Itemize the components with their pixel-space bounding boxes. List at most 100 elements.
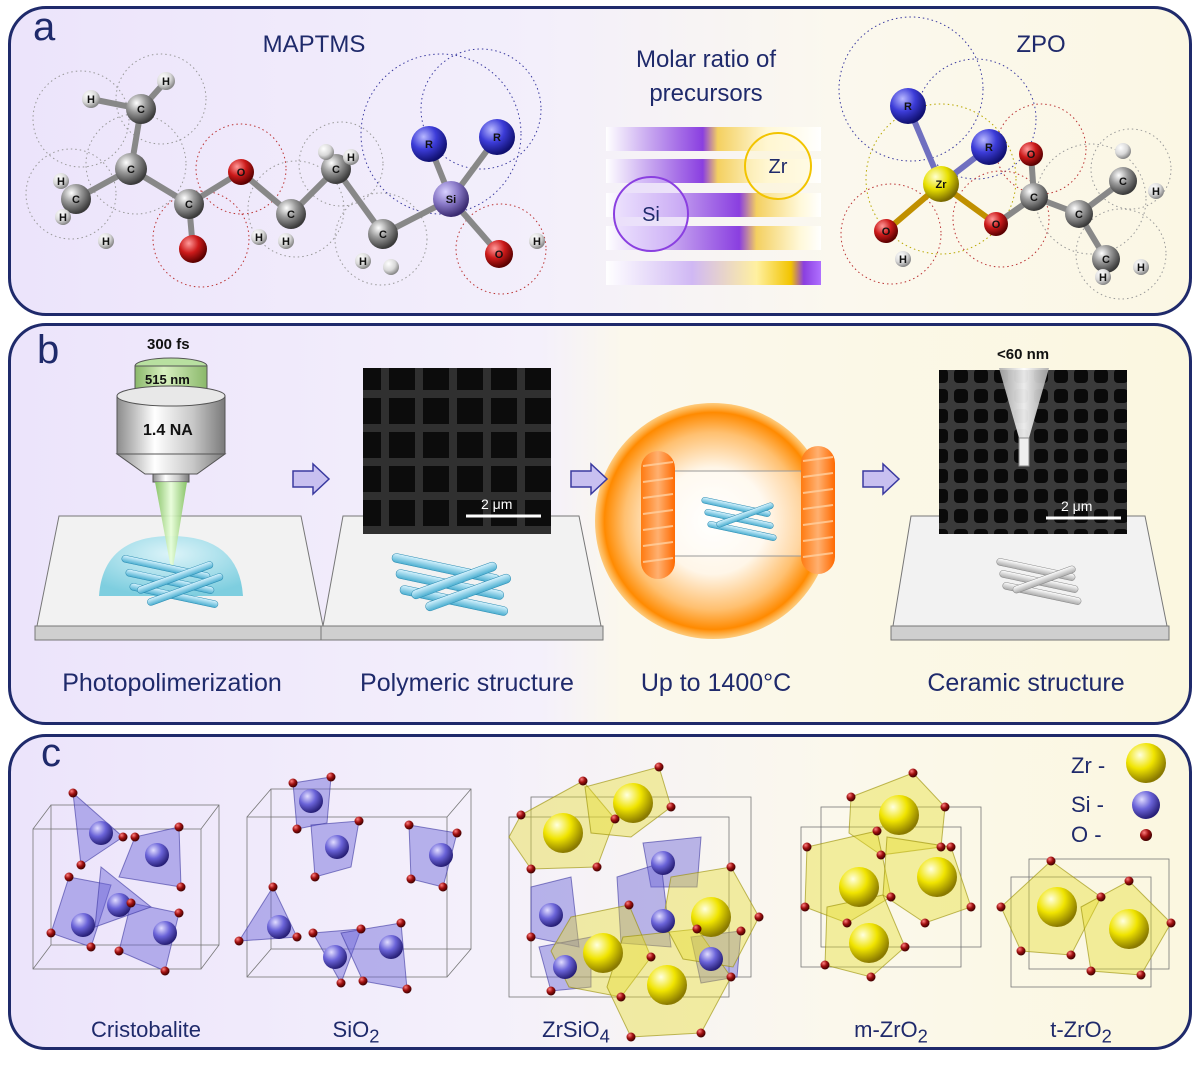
svg-text:C: C: [1030, 192, 1038, 204]
o-atom: [846, 792, 856, 802]
svg-text:C: C: [72, 194, 80, 206]
svg-text:C: C: [1102, 254, 1110, 266]
o-atom: [1016, 946, 1026, 956]
svg-text:Si: Si: [642, 204, 660, 226]
svg-text:C: C: [137, 104, 145, 116]
caption-heating: Up to 1400°C: [640, 669, 792, 697]
o-atom: [692, 924, 702, 934]
o-atom: [46, 928, 56, 938]
o-atom: [118, 832, 128, 842]
woodpile-2: [391, 553, 511, 616]
svg-text:C: C: [379, 229, 387, 241]
heating-coil-right: [801, 446, 835, 574]
o-atom: [64, 872, 74, 882]
arrow-right-icon: [292, 462, 331, 496]
zr-atom: [613, 783, 653, 823]
svg-text:O: O: [237, 167, 246, 179]
svg-text:C: C: [1075, 209, 1083, 221]
objective-lens: [115, 357, 227, 483]
o-atom: [1136, 970, 1146, 980]
o-atom: [546, 986, 556, 996]
svg-text:R: R: [985, 142, 993, 154]
svg-text:H: H: [102, 236, 110, 248]
o-atom: [130, 832, 140, 842]
si-atom: [553, 955, 577, 979]
o-atom: [940, 802, 950, 812]
o-atom: [326, 772, 336, 782]
o-atom: [126, 898, 136, 908]
panel-label-b: b: [37, 328, 60, 372]
legend-si-label: Si -: [1071, 792, 1104, 817]
pulse-duration-label: 300 fs: [147, 336, 190, 353]
svg-text:C: C: [185, 199, 193, 211]
o-atom: [68, 788, 78, 798]
o-atom: [354, 816, 364, 826]
o-atom: [76, 860, 86, 870]
svg-text:R: R: [904, 101, 912, 113]
o-atom: [356, 924, 366, 934]
svg-text:Zr: Zr: [769, 156, 788, 178]
caption-polymeric-structure: Polymeric structure: [360, 669, 574, 697]
svg-text:C: C: [332, 164, 340, 176]
o-atom: [726, 862, 736, 872]
o-atom: [626, 1032, 636, 1042]
o-atom: [736, 926, 746, 936]
o-atom: [966, 902, 976, 912]
svg-text:C: C: [1119, 176, 1127, 188]
label-cristobalite: Cristobalite: [90, 1017, 202, 1042]
o-atom: [1086, 966, 1096, 976]
o-atom: [616, 992, 626, 1002]
o-atom: [160, 966, 170, 976]
panel-a: a MAPTMS Molar ratio of precursors ZPO: [8, 6, 1192, 316]
molar-ratio-bars: Si Zr: [606, 127, 821, 285]
o-atom: [908, 768, 918, 778]
zpo-electron-clouds: [838, 16, 1172, 300]
o-atom: [610, 814, 620, 824]
legend-zr-label: Zr -: [1071, 753, 1106, 778]
o-atom: [1096, 892, 1106, 902]
label-zrsio4: ZrSiO4: [542, 1017, 610, 1047]
svg-text:C: C: [287, 209, 295, 221]
o-atom: [114, 946, 124, 956]
woodpile-1: [121, 555, 224, 608]
si-atom: [107, 893, 131, 917]
panel-c-graphics: [32, 743, 1176, 1042]
o-atom: [800, 902, 810, 912]
arrow-icons: [292, 462, 901, 496]
svg-text:H: H: [1099, 272, 1107, 284]
zpo-atoms: [874, 88, 1164, 285]
svg-text:H: H: [1152, 186, 1160, 198]
svg-text:H: H: [162, 76, 170, 88]
heating-coil-left: [641, 451, 675, 579]
zr-atom: [849, 923, 889, 963]
woodpile-3: [701, 497, 777, 541]
o-atom: [396, 918, 406, 928]
o-atom: [404, 820, 414, 830]
o-atom: [452, 828, 462, 838]
o-atom: [308, 928, 318, 938]
si-legend-sphere: [1132, 791, 1160, 819]
si-atom: [429, 843, 453, 867]
si-atom: [299, 789, 323, 813]
si-atom: [379, 935, 403, 959]
o-atom: [820, 960, 830, 970]
o-atom: [86, 942, 96, 952]
woodpile-4: [996, 558, 1082, 605]
o-legend-sphere: [1140, 829, 1152, 841]
o-atom: [624, 900, 634, 910]
zr-atom: [879, 795, 919, 835]
si-atom: [145, 843, 169, 867]
svg-text:Zr: Zr: [936, 179, 948, 191]
o-atom: [526, 864, 536, 874]
afm-tip-stem: [1018, 437, 1030, 467]
o-atom: [292, 932, 302, 942]
o-atom: [516, 810, 526, 820]
o-atom: [920, 918, 930, 928]
numerical-aperture-label: 1.4 NA: [143, 422, 193, 439]
svg-text:C: C: [127, 164, 135, 176]
panel-label-c: c: [41, 734, 61, 775]
o-atom: [578, 776, 588, 786]
si-atom: [323, 945, 347, 969]
o-atom: [292, 824, 302, 834]
zr-legend-sphere: [1126, 743, 1166, 783]
